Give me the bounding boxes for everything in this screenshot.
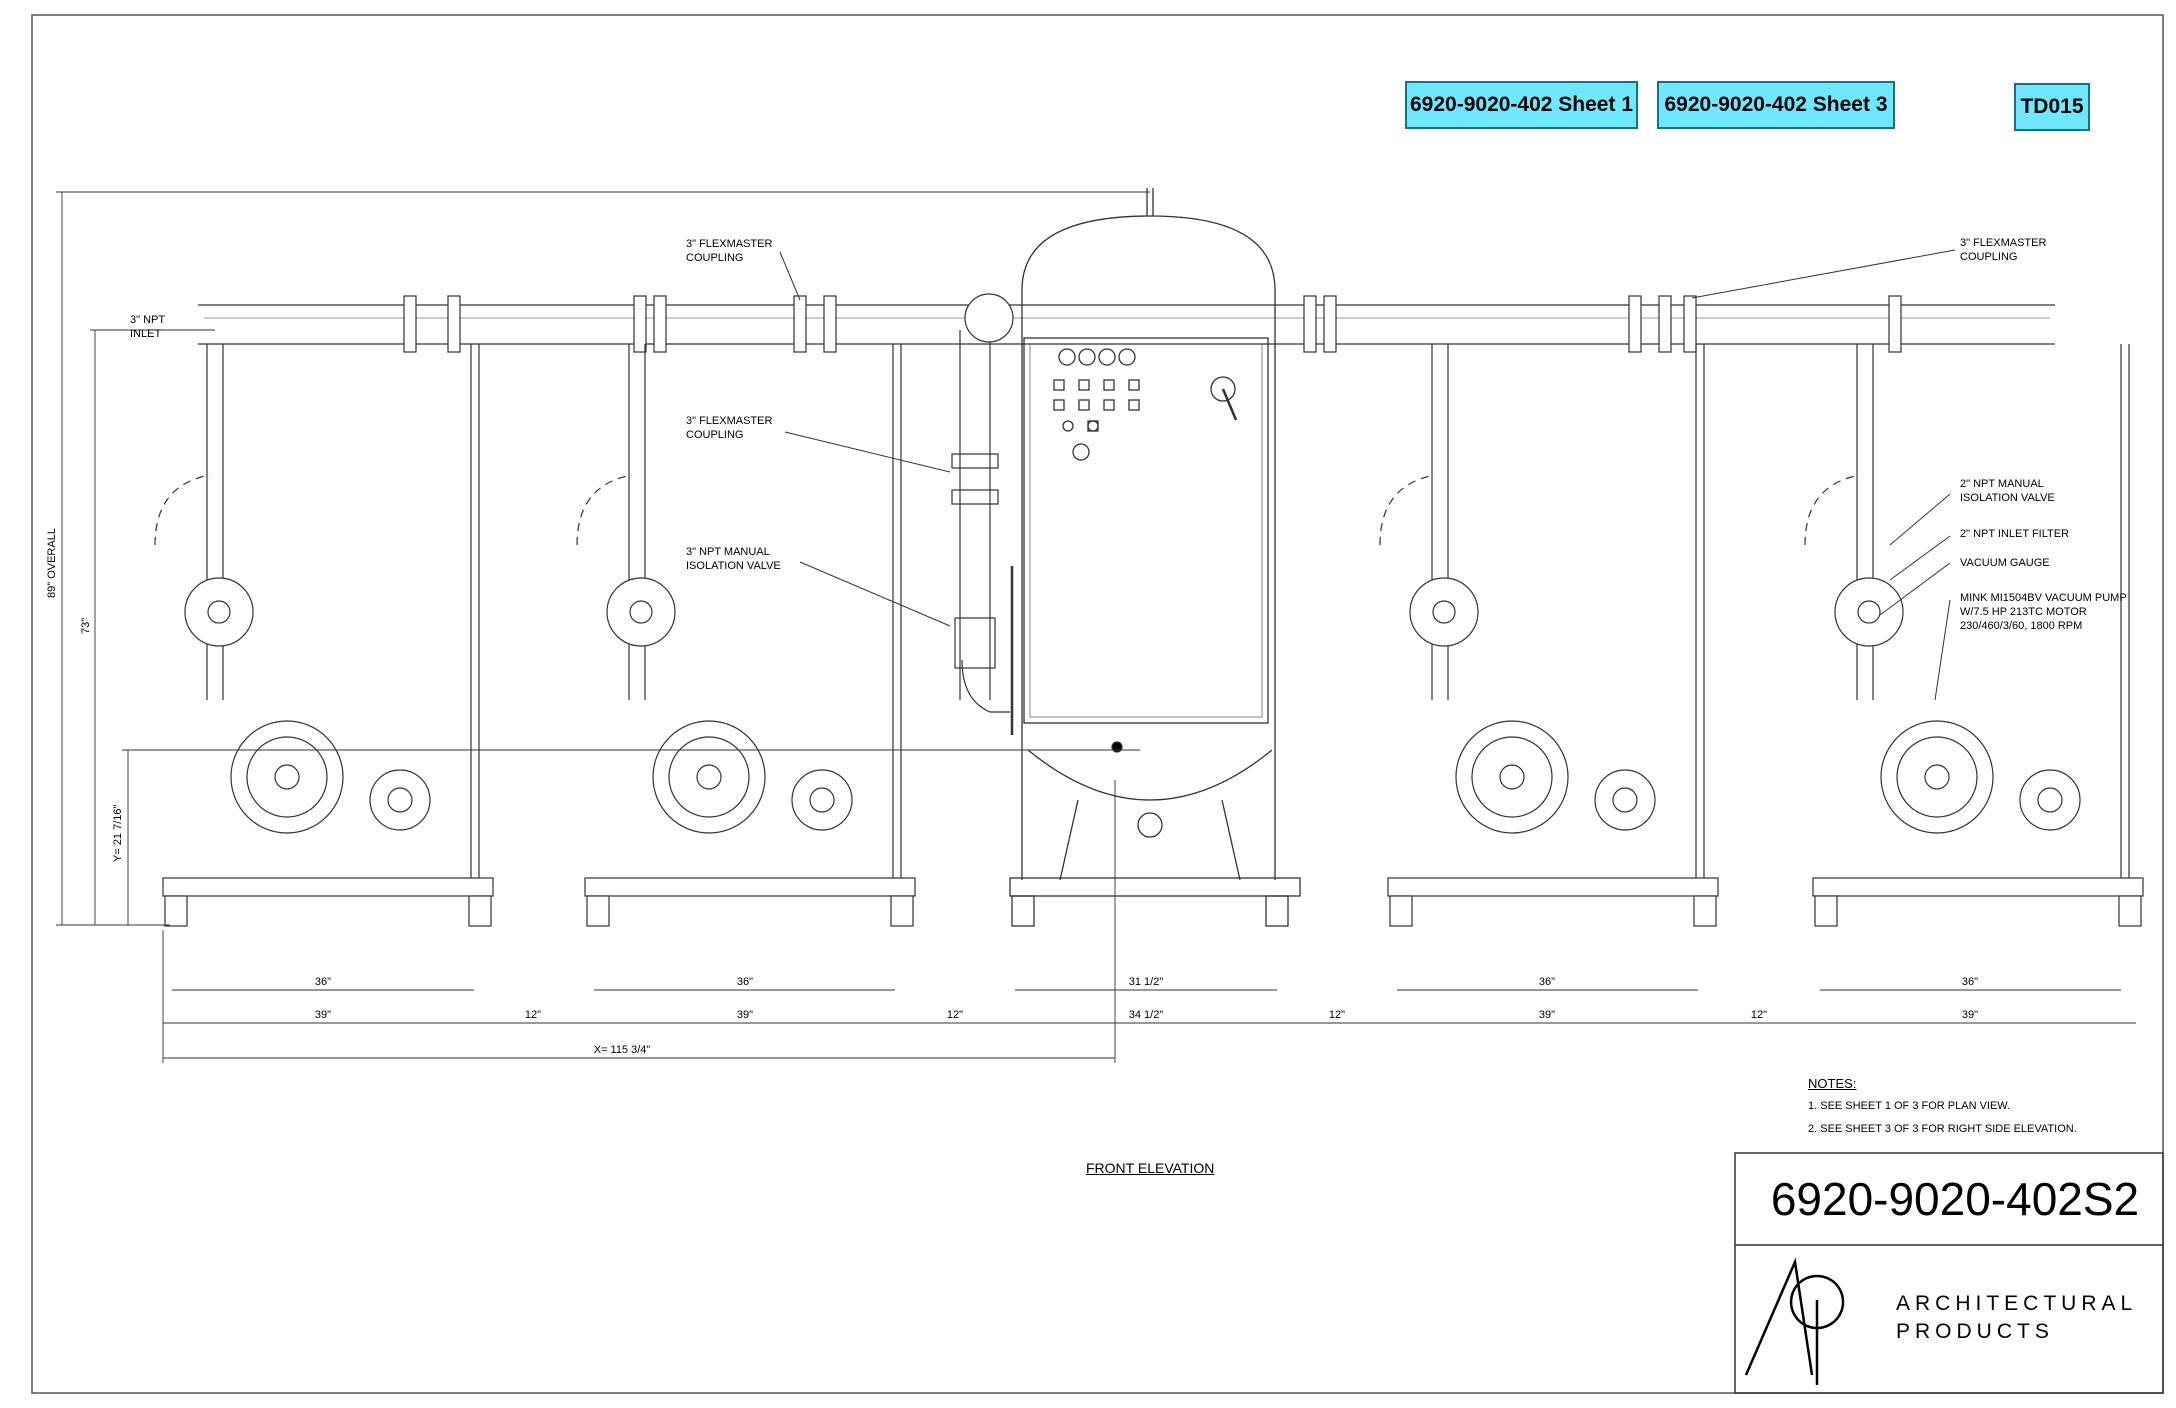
coupling-flange [653,295,667,353]
coupling-flange [1323,295,1337,353]
coupling-flange [1888,295,1902,353]
coupling-flange [823,295,837,353]
vacuum-pumps [162,577,2144,927]
drawing-number: 6920-9020-402S2 [1770,1173,2140,1225]
dim-inner-1: 36" [314,976,332,988]
coupling-flange [1658,295,1672,353]
control-panel [1023,337,1269,724]
dim-outer-5: 39" [1961,1009,1979,1021]
brand-line-1: ARCHITECTURAL [1896,1292,2138,1315]
callout-inlet-filter: 2" NPT INLET FILTER [1960,528,2070,540]
dim-inlet-height: 73" [80,617,92,634]
view-title: FRONT ELEVATION [1086,1160,1215,1176]
dim-gap-4: 12" [1750,1009,1768,1021]
coupling-flange [793,295,807,353]
valve-handle-swing [154,474,211,546]
dim-x-offset: X= 115 3/4" [593,1044,651,1056]
coupling-flange [633,295,647,353]
ap-logo [1744,1257,1845,1385]
td015-tag[interactable]: TD015 [2014,83,2090,131]
callout-flexmaster-top-left: 3" FLEXMASTER COUPLING [686,238,773,264]
couplings [403,295,1902,353]
note-1: 1. SEE SHEET 1 OF 3 FOR PLAN VIEW. [1808,1100,2011,1112]
dim-outer-4: 39" [1538,1009,1556,1021]
skid-foot [1814,895,1838,927]
dim-inner-5: 36" [1961,976,1979,988]
motor-hub [1499,764,1525,790]
coupling-flange [1303,295,1317,353]
coupling-flange [447,295,461,353]
notes-title: NOTES: [1808,1076,1857,1091]
brand-line-2: PRODUCTS [1896,1320,2054,1343]
motor-hub [696,764,722,790]
dim-inner-2: 36" [736,976,754,988]
coupling-flange [1628,295,1642,353]
pump-skid-base [162,877,494,897]
skid-foot [586,895,610,927]
skid-foot [164,895,188,927]
pump-skid-base [1812,877,2144,897]
dim-inner-3: 31 1/2" [1128,976,1164,988]
callout-flexmaster-mid: 3" FLEXMASTER COUPLING [686,415,773,441]
skid-foot [2118,895,2142,927]
callout-flexmaster-top-right: 3" FLEXMASTER COUPLING [1960,237,2047,263]
dim-outer-2: 39" [736,1009,754,1021]
callout-vacuum-gauge: VACUUM GAUGE [1960,557,2050,569]
callout-pump-spec: MINK MI1504BV VACUUM PUMP W/7.5 HP 213TC… [1960,592,2127,632]
note-2: 2. SEE SHEET 3 OF 3 FOR RIGHT SIDE ELEVA… [1808,1123,2077,1135]
motor-hub [1924,764,1950,790]
pump-port [2037,787,2063,813]
valve-handle-swing [576,474,633,546]
pump-port [809,787,835,813]
dim-outer-1: 39" [314,1009,332,1021]
skid-foot [468,895,492,927]
vacuum-gauge [207,600,231,624]
dim-gap-1: 12" [524,1009,542,1021]
leader-lines [90,249,1956,701]
pump-port [1612,787,1638,813]
receiver-tank [1009,188,1301,927]
sheet-3-link[interactable]: 6920-9020-402 Sheet 3 [1657,81,1895,129]
motor-hub [274,764,300,790]
skid-foot [890,895,914,927]
dim-outer-3: 34 1/2" [1128,1009,1164,1021]
dimension-lines [56,191,2136,1063]
dim-gap-2: 12" [946,1009,964,1021]
sheet-1-link[interactable]: 6920-9020-402 Sheet 1 [1405,81,1638,129]
pump-skid-base [1387,877,1719,897]
vacuum-gauge [629,600,653,624]
dim-y-height: Y= 21 7/16" [112,804,124,862]
dim-inner-4: 36" [1538,976,1556,988]
coupling-flange [403,295,417,353]
callout-npt-isolation-valve: 3" NPT MANUAL ISOLATION VALVE [686,546,781,572]
tank-riser [951,293,1014,735]
title-block [1734,1152,2164,1394]
vacuum-gauge [1432,600,1456,624]
callout-2in-isolation-valve: 2" NPT MANUAL ISOLATION VALVE [1960,478,2055,504]
pump-skid-base [584,877,916,897]
coupling-flange [1683,295,1697,353]
vacuum-gauge [1857,600,1881,624]
valve-handle-swing [1379,474,1436,546]
dim-overall-height: 89" OVERALL [46,528,58,598]
callout-npt-inlet: 3" NPT INLET [130,314,166,340]
valve-handle-swing [1804,474,1861,546]
skid-foot [1693,895,1717,927]
sheet-border [31,14,2164,1394]
skid-foot [1389,895,1413,927]
pump-port [387,787,413,813]
dim-gap-3: 12" [1328,1009,1346,1021]
